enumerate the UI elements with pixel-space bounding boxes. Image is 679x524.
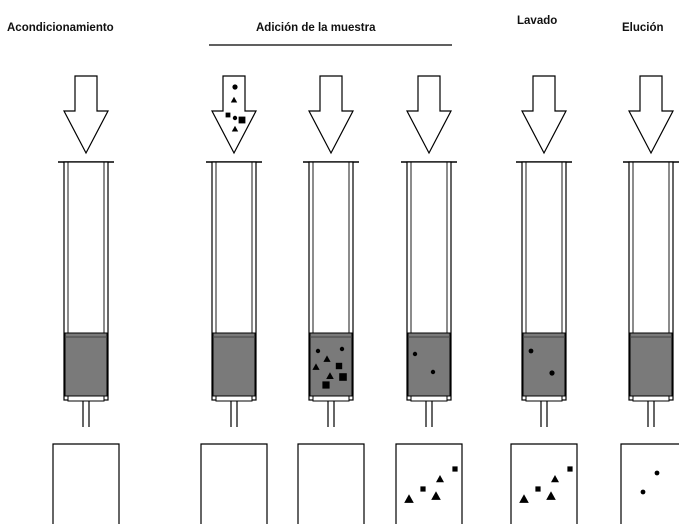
down-arrow-icon [211,75,257,155]
triangle-icon [312,363,320,370]
down-arrow-icon [63,75,109,155]
square-icon [567,466,573,472]
spe-cartridge-icon [303,161,359,427]
circle-dot-icon [315,348,321,354]
sorbent-bed [309,332,353,397]
triangle-icon [546,491,556,500]
frit-bottom [67,395,105,402]
frit-bottom [312,395,350,402]
vial-outline [395,443,463,524]
arrow-outline [521,75,567,155]
vial-outline [200,443,268,524]
circle-dot-icon [528,348,534,354]
triangle-icon [519,494,529,503]
arrow-outline [308,75,354,155]
circle-dot-icon [640,489,646,495]
square-icon [452,466,458,472]
sorbent-bed [64,332,108,397]
sorbent-bed [212,332,256,397]
square-icon [339,373,347,381]
collection-vial-icon [200,443,268,524]
square-icon [420,486,426,492]
arrow-group [63,75,674,155]
collection-vial-icon [52,443,120,524]
arrow-outline [211,75,257,155]
spe-cartridge-icon [58,161,114,427]
vial-group [52,443,679,524]
triangle-icon [404,494,414,503]
step-label-conditioning: Acondicionamiento [7,22,114,34]
frit-bottom [525,395,563,402]
frit-bottom [632,395,670,402]
spe-cartridge-icon [516,161,572,427]
square-icon [238,116,246,124]
collection-vial-icon [297,443,365,524]
triangle-icon [231,125,239,132]
square-icon [335,362,343,370]
spe-cartridge-icon [623,161,679,427]
square-icon [535,486,541,492]
triangle-icon [230,96,238,103]
circle-dot-icon [412,351,418,357]
triangle-icon [323,355,331,362]
square-icon [225,112,231,118]
vial-outline [510,443,578,524]
collection-vial-icon [510,443,578,524]
step-label-sample-addition: Adición de la muestra [256,22,376,34]
down-arrow-icon [406,75,452,155]
sorbent-bed [522,332,566,397]
sorbent-bed [629,332,673,397]
collection-vial-icon [620,443,679,524]
down-arrow-icon [521,75,567,155]
vial-outline [52,443,120,524]
frit-bottom [215,395,253,402]
arrow-outline [406,75,452,155]
spe-cartridge-icon [206,161,262,427]
triangle-icon [436,475,444,483]
sorbent-bed [407,332,451,397]
spe-cartridge-icon [401,161,457,427]
collection-vial-icon [395,443,463,524]
column-group [58,161,679,427]
circle-dot-icon [232,84,238,90]
circle-dot-icon [549,370,555,376]
circle-dot-icon [339,346,345,352]
down-arrow-icon [308,75,354,155]
circle-dot-icon [232,115,238,121]
triangle-icon [551,475,559,483]
square-icon [322,381,330,389]
step-label-washing: Lavado [517,15,558,27]
step-label-elution: Elución [622,22,664,34]
triangle-icon [431,491,441,500]
frit-bottom [410,395,448,402]
vial-outline [297,443,365,524]
arrow-outline [63,75,109,155]
circle-dot-icon [654,470,660,476]
vial-outline [620,443,679,524]
down-arrow-icon [628,75,674,155]
triangle-icon [326,372,334,380]
circle-dot-icon [430,369,436,375]
arrow-outline [628,75,674,155]
